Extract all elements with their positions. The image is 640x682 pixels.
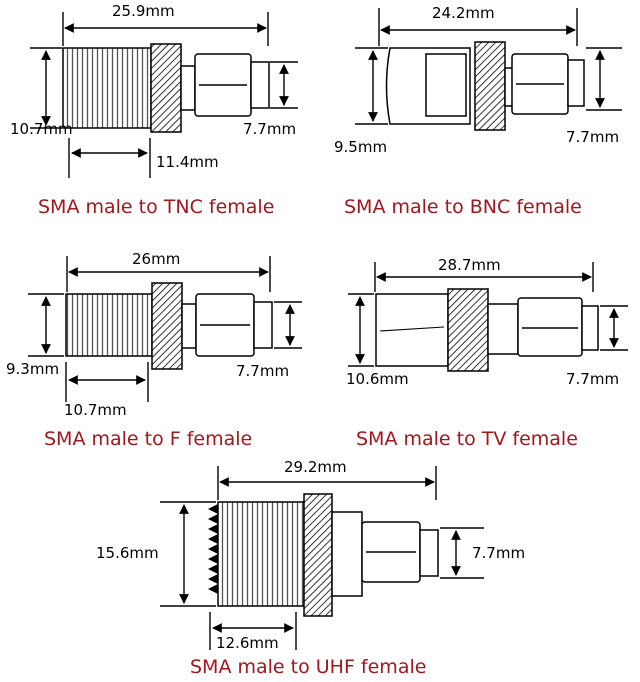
f-left-diameter-label: 9.3mm: [6, 360, 60, 378]
uhf-dimension-lines: [160, 466, 484, 650]
bnc-adapter-drawing: [385, 41, 585, 131]
f-knurled-ring: [151, 282, 183, 370]
f-threaded-body: [65, 293, 153, 357]
tnc-right-diameter-label: 7.7mm: [243, 120, 297, 138]
f-neck: [181, 303, 197, 349]
tv-caption: SMA male to TV female: [356, 428, 578, 450]
bnc-dimension-lines: [355, 8, 622, 125]
tnc-thread-length-label: 11.4mm: [156, 153, 219, 171]
tv-body: [375, 293, 449, 367]
tv-knurled-ring: [447, 288, 489, 372]
uhf-knurled-ring: [303, 493, 333, 617]
bnc-sma-tip: [567, 59, 585, 107]
tnc-left-diameter-label: 10.7mm: [10, 120, 73, 138]
tv-dimension-lines: [348, 262, 628, 367]
f-dimension-lines: [28, 256, 302, 402]
tv-right-diameter-label: 7.7mm: [566, 370, 620, 388]
uhf-sma-tip: [419, 529, 439, 577]
tnc-neck: [180, 65, 196, 111]
f-adapter-drawing: [65, 282, 273, 370]
uhf-serrated-edge: [208, 504, 218, 594]
tnc-caption: SMA male to TNC female: [38, 196, 275, 218]
uhf-right-diameter-label: 7.7mm: [472, 544, 526, 562]
f-thread-length-label: 10.7mm: [64, 401, 127, 419]
tnc-threaded-body: [62, 47, 152, 129]
f-sma-tip: [253, 301, 273, 349]
tnc-sma-tip: [250, 61, 270, 109]
tnc-dimension-lines: [30, 12, 298, 178]
tv-left-diameter-label: 10.6mm: [346, 370, 409, 388]
uhf-adapter-drawing: [208, 493, 439, 617]
bnc-slot: [425, 53, 467, 117]
f-right-diameter-label: 7.7mm: [236, 362, 290, 380]
bnc-left-diameter-label: 9.5mm: [334, 138, 388, 156]
uhf-length-label: 29.2mm: [284, 458, 347, 476]
bnc-caption: SMA male to BNC female: [344, 196, 582, 218]
uhf-neck: [331, 511, 363, 597]
tv-adapter-drawing: [375, 288, 599, 372]
tv-hex-nut: [517, 297, 583, 357]
uhf-thread-length-label: 12.6mm: [216, 634, 279, 652]
f-length-label: 26mm: [132, 250, 181, 268]
bnc-knurled-ring: [474, 41, 506, 131]
tv-neck: [487, 303, 519, 355]
f-caption: SMA male to F female: [44, 428, 253, 450]
uhf-caption: SMA male to UHF female: [190, 656, 427, 678]
tnc-length-label: 25.9mm: [112, 2, 175, 20]
bnc-right-diameter-label: 7.7mm: [566, 128, 620, 146]
uhf-left-diameter-label: 15.6mm: [96, 544, 159, 562]
tv-sma-tip: [581, 305, 599, 351]
tv-length-label: 28.7mm: [438, 256, 501, 274]
uhf-threaded-body: [217, 501, 305, 607]
tnc-knurled-ring: [150, 43, 182, 133]
bnc-length-label: 24.2mm: [432, 4, 495, 22]
tnc-adapter-drawing: [62, 43, 270, 133]
